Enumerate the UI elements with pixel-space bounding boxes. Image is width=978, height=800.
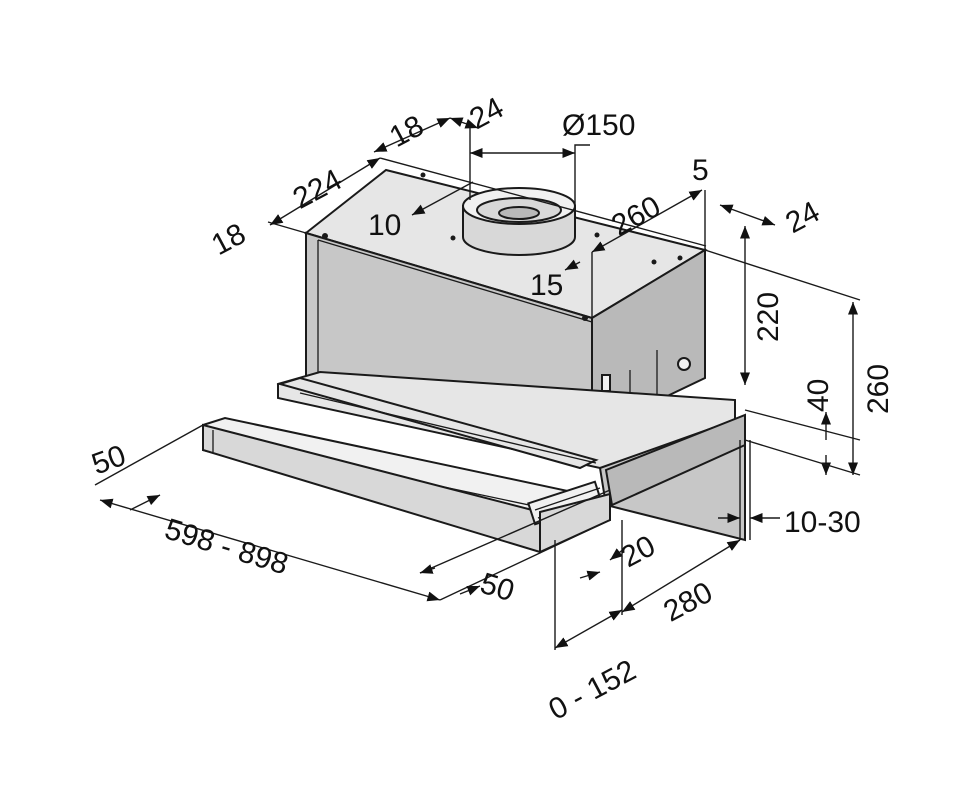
label-18-top: 18 — [384, 109, 429, 154]
canopy — [202, 370, 746, 554]
duct-collar — [462, 187, 576, 256]
label-50-left: 50 — [87, 439, 130, 481]
label-598-898: 598 - 898 — [161, 513, 292, 582]
label-50-front: 50 — [476, 567, 518, 608]
label-220: 220 — [752, 292, 785, 342]
label-18-left: 18 — [206, 217, 251, 262]
dimension-lines — [94, 117, 861, 650]
label-24-top: 24 — [464, 91, 509, 136]
label-10-30: 10-30 — [784, 506, 861, 539]
label-15: 15 — [530, 269, 563, 302]
label-5: 5 — [692, 154, 709, 187]
label-0-152: 0 - 152 — [543, 654, 641, 727]
label-24-right: 24 — [780, 195, 825, 240]
label-10: 10 — [368, 209, 401, 242]
label-diameter-150: Ø150 — [562, 109, 635, 142]
label-260-right: 260 — [862, 364, 895, 414]
label-40: 40 — [802, 379, 835, 412]
